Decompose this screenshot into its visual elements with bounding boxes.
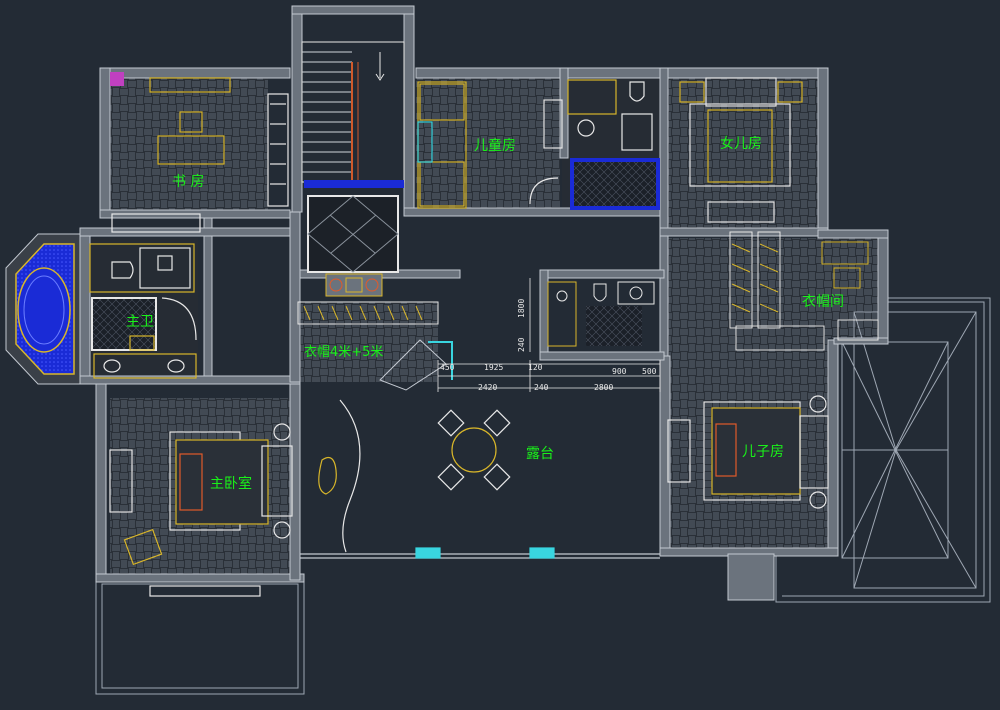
staircase <box>301 41 405 183</box>
terrace-table <box>451 427 497 473</box>
dim-900: 900 <box>612 367 627 376</box>
label-son-room: 儿子房 <box>742 444 784 460</box>
label-master-bedroom: 主卧室 <box>210 475 252 492</box>
kids-room-furniture <box>417 81 563 209</box>
upper-bath-fixtures <box>567 79 660 210</box>
son-room-floor <box>668 238 828 550</box>
daughter-room-floor <box>668 78 818 228</box>
dim-2800: 2800 <box>594 383 613 392</box>
master-shower <box>92 298 156 350</box>
stair-landing-blue <box>304 180 404 188</box>
dimension-lines <box>437 278 661 392</box>
bath-octagon <box>5 72 124 385</box>
label-master-bath: 主卫 <box>126 314 154 330</box>
terrace-floor <box>300 384 656 554</box>
dim-500: 500 <box>642 367 657 376</box>
bath-fixtures <box>89 243 197 379</box>
label-terrace: 露台 <box>526 446 554 462</box>
bathtub <box>17 267 71 353</box>
label-cloakroom: 衣帽间 <box>802 294 844 310</box>
dim-2420: 2420 <box>478 383 497 392</box>
label-daughter-room: 女儿房 <box>720 135 762 152</box>
floor-areas <box>88 78 880 578</box>
lower-bath-fixtures <box>547 281 655 347</box>
label-kids-room: 儿童房 <box>474 137 516 154</box>
shower-floor <box>586 306 642 346</box>
son-room-furniture <box>667 395 829 509</box>
main-closet-furniture <box>297 301 453 391</box>
dim-450: 450 <box>440 363 455 372</box>
daughter-room-furniture <box>679 77 803 223</box>
label-study: 书 房 <box>172 174 204 190</box>
dim-240-vertical: 240 <box>517 337 526 352</box>
elevator-shaft <box>307 195 399 297</box>
roof-outline <box>775 297 991 603</box>
label-closet: 衣帽4米+5米 <box>304 344 383 360</box>
dim-1925: 1925 <box>484 363 503 372</box>
study-floor <box>110 78 268 210</box>
dim-1800: 1800 <box>517 299 526 318</box>
kids-room-floor <box>416 78 560 210</box>
closet-floor <box>298 302 438 382</box>
dim-240: 240 <box>534 383 549 392</box>
dim-120: 120 <box>528 363 543 372</box>
master-bedroom-furniture <box>109 423 293 597</box>
cloakroom-furniture <box>729 231 879 351</box>
terrace-features <box>300 399 660 559</box>
study-furniture <box>111 77 289 233</box>
